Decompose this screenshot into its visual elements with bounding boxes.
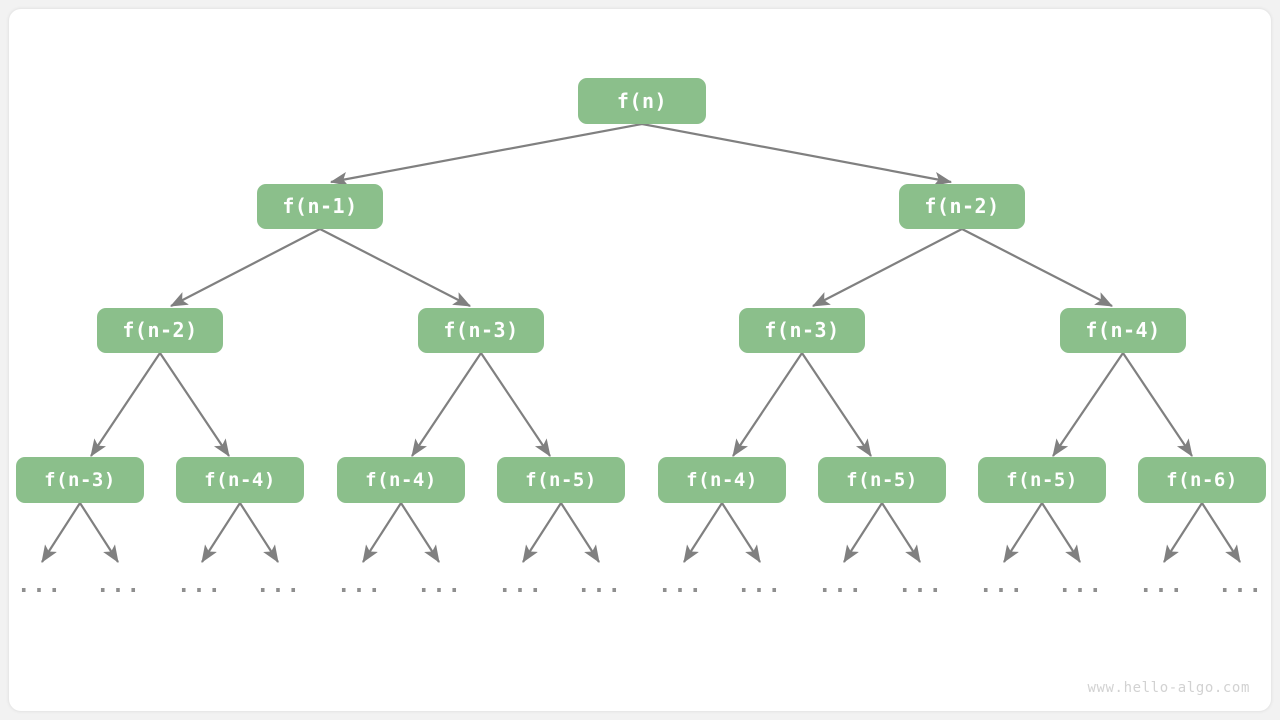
tree-edge: [1052, 352, 1124, 457]
tree-node: f(n-4): [337, 457, 465, 503]
leaf-stub-edge: [41, 502, 81, 563]
leaf-stub-edge: [1041, 502, 1081, 563]
tree-node: f(n-5): [818, 457, 946, 503]
ellipsis-marker: ...: [417, 573, 463, 598]
tree-edge: [411, 352, 482, 457]
leaf-stub-edge: [79, 502, 119, 563]
tree-node: f(n-4): [176, 457, 304, 503]
ellipsis-marker: ...: [737, 573, 783, 598]
leaf-stub-edge: [239, 502, 279, 563]
tree-node: f(n-3): [16, 457, 144, 503]
tree-edge: [329, 122, 643, 186]
tree-edge: [480, 352, 551, 457]
tree-edge: [170, 228, 321, 307]
tree-node: f(n-3): [739, 307, 865, 353]
ellipsis-marker: ...: [658, 573, 704, 598]
tree-edge: [961, 228, 1113, 307]
tree-edge: [1122, 352, 1193, 457]
tree-edge: [732, 352, 803, 457]
tree-edges: [90, 122, 1193, 457]
tree-node: f(n): [578, 78, 706, 124]
ellipsis-marker: ...: [818, 573, 864, 598]
tree-node: f(n-5): [978, 457, 1106, 503]
leaf-stub-edge: [721, 502, 761, 563]
tree-node: f(n-2): [97, 307, 223, 353]
ellipsis-marker: ...: [577, 573, 623, 598]
tree-node: f(n-4): [1060, 307, 1186, 353]
tree-node: f(n-6): [1138, 457, 1266, 503]
ellipsis-marker: ...: [898, 573, 944, 598]
tree-node: f(n-1): [257, 183, 383, 229]
tree-edge: [90, 352, 161, 457]
leaf-stub-edge: [400, 502, 440, 563]
leaf-stub-edge: [1201, 502, 1241, 563]
tree-node: f(n-5): [497, 457, 625, 503]
tree-edge: [801, 352, 872, 457]
leaf-stub-edge: [522, 502, 562, 563]
leaf-stub-edge: [362, 502, 402, 563]
tree-edge: [159, 352, 230, 457]
ellipsis-marker: ...: [979, 573, 1025, 598]
ellipsis-marker: ...: [1058, 573, 1104, 598]
tree-edge: [319, 228, 471, 307]
ellipsis-marker: ...: [17, 573, 63, 598]
tree-edge: [812, 228, 963, 307]
tree-node: f(n-3): [418, 307, 544, 353]
watermark: www.hello-algo.com: [1087, 680, 1250, 696]
ellipsis-marker: ...: [96, 573, 142, 598]
tree-edge: [641, 122, 953, 186]
leaf-stub-edge: [1163, 502, 1203, 563]
ellipsis-marker: ...: [1218, 573, 1264, 598]
leaf-stub-edge: [843, 502, 883, 563]
ellipsis-marker: ...: [1139, 573, 1185, 598]
ellipsis-marker: ...: [498, 573, 544, 598]
tree-node: f(n-2): [899, 183, 1025, 229]
tree-node: f(n-4): [658, 457, 786, 503]
leaf-stub-edge: [683, 502, 723, 563]
ellipsis-marker: ...: [256, 573, 302, 598]
leaf-stub-edge: [201, 502, 241, 563]
leaf-stub-edge: [560, 502, 600, 563]
leaf-stub-edge: [881, 502, 921, 563]
leaf-stub-edge: [1003, 502, 1043, 563]
ellipsis-marker: ...: [337, 573, 383, 598]
leaf-stub-edges: [41, 502, 1241, 563]
ellipsis-marker: ...: [177, 573, 223, 598]
